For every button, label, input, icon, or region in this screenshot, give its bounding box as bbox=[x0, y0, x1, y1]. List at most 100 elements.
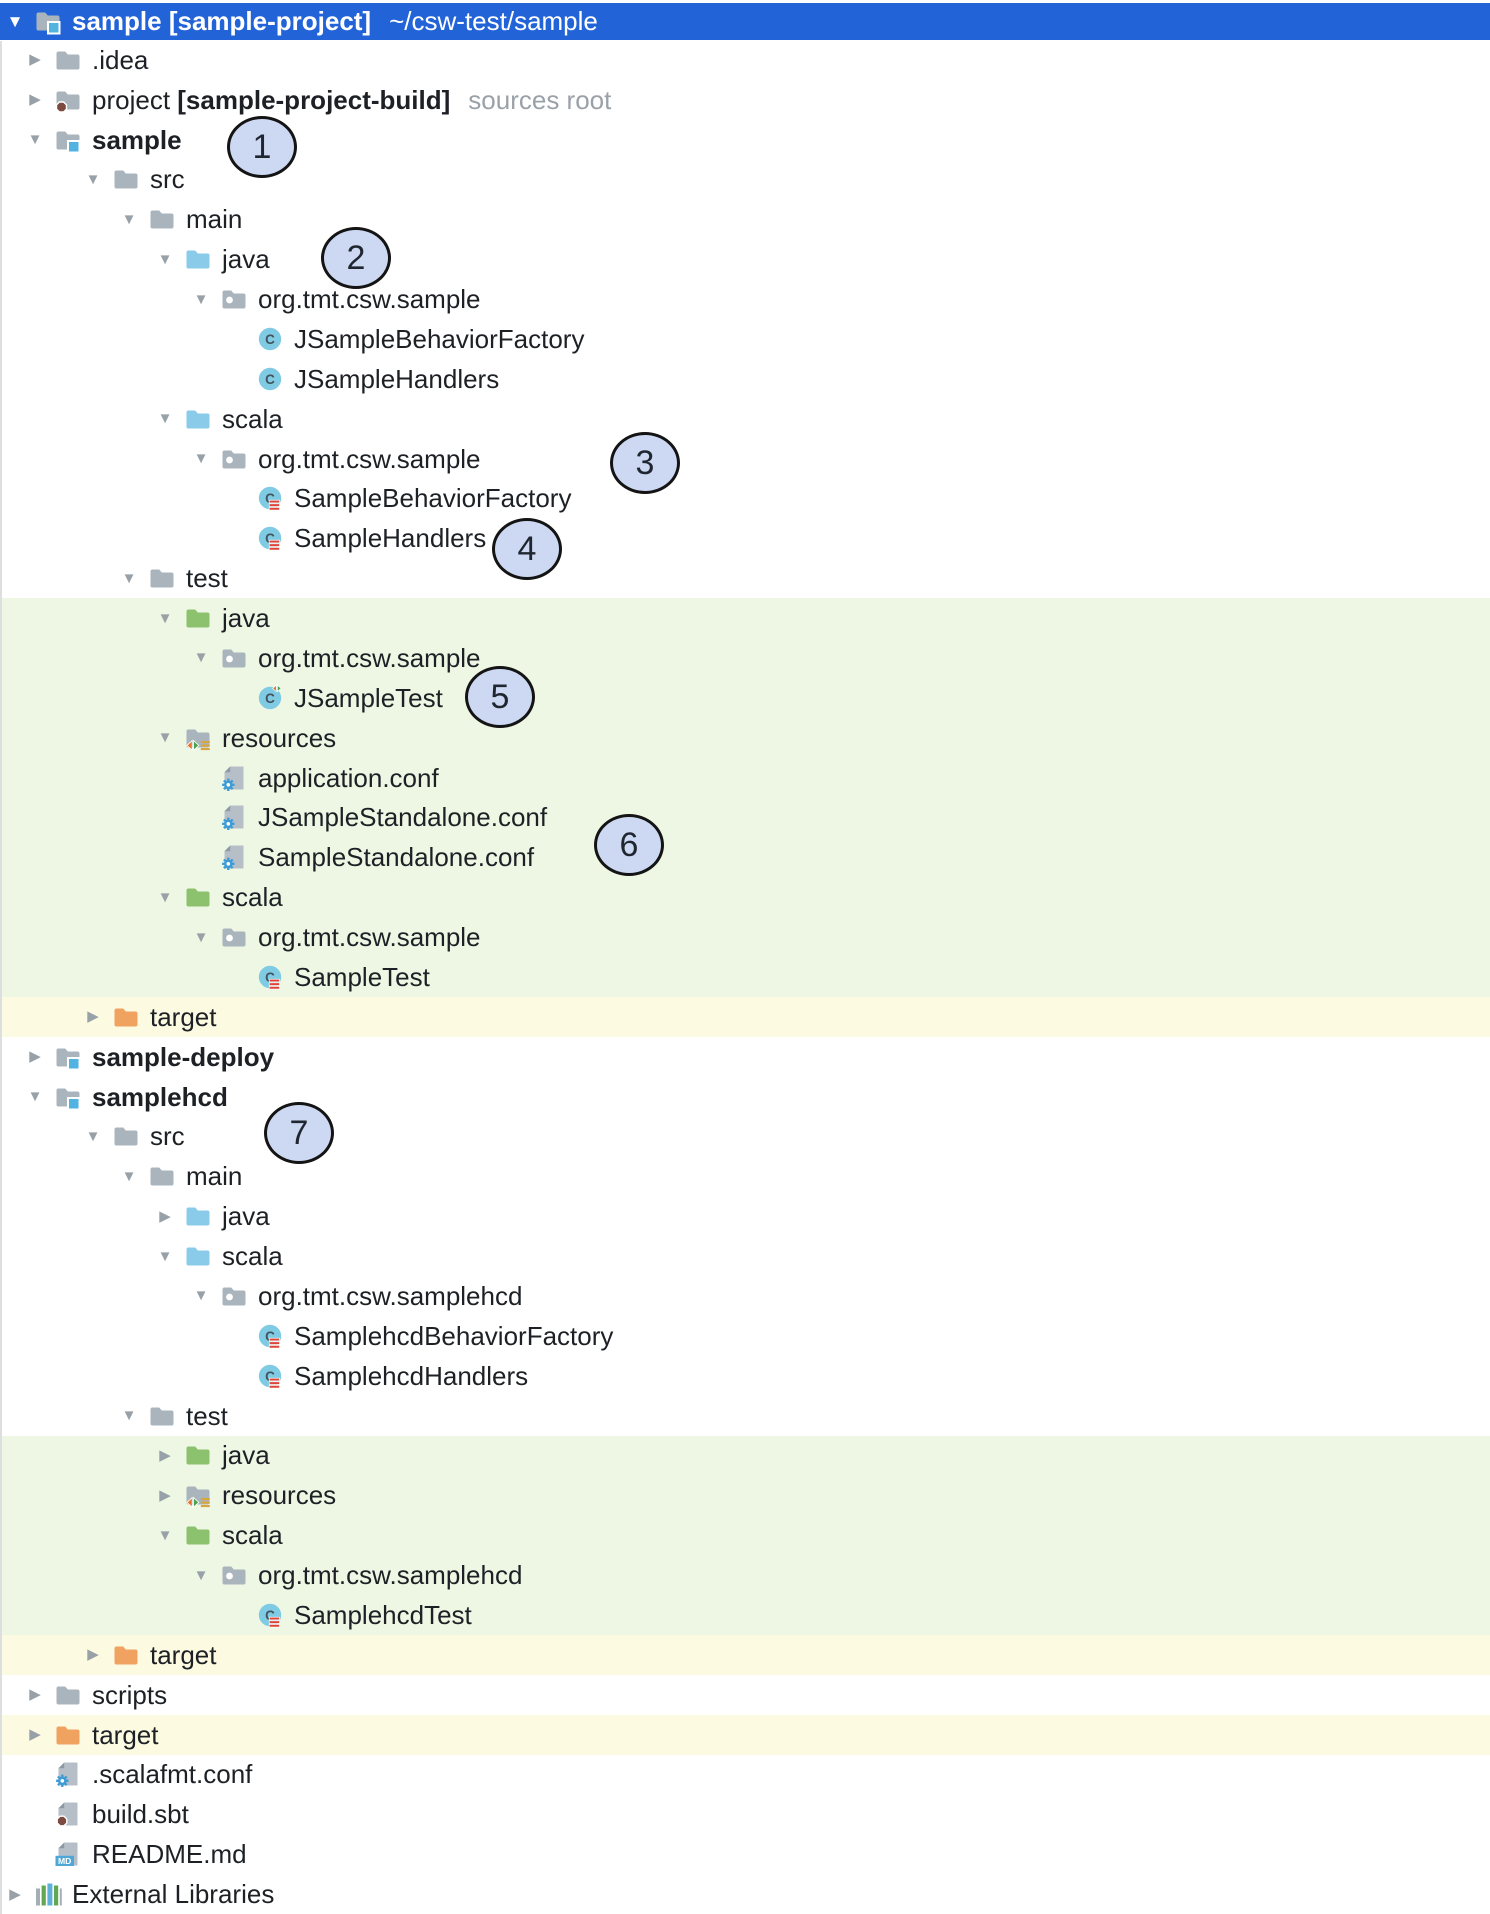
annotation-number: 6 bbox=[619, 825, 639, 864]
tree-row[interactable]: ▼java bbox=[0, 598, 1490, 638]
chevron-down-icon[interactable]: ▼ bbox=[157, 410, 173, 428]
chevron-down-icon[interactable]: ▼ bbox=[157, 609, 173, 627]
svg-text:C: C bbox=[265, 372, 275, 387]
tree-row[interactable]: ▶sample-deploy bbox=[0, 1037, 1490, 1077]
svg-text:C: C bbox=[265, 1608, 275, 1623]
chevron-down-icon[interactable]: ▼ bbox=[193, 1566, 209, 1584]
tree-row[interactable]: ▼resources bbox=[0, 717, 1490, 758]
tree-item-label: SampleTest bbox=[294, 961, 430, 992]
scala-class-icon: C bbox=[256, 1362, 284, 1390]
tree-row[interactable]: JSampleStandalone.conf bbox=[0, 797, 1490, 838]
tree-item-label: JSampleTest bbox=[294, 682, 443, 713]
folder-icon bbox=[112, 1122, 140, 1150]
chevron-down-icon[interactable]: ▼ bbox=[121, 1167, 137, 1185]
tree-row[interactable]: ▼scala bbox=[0, 1236, 1490, 1276]
package-icon bbox=[220, 923, 248, 951]
chevron-down-icon[interactable]: ▼ bbox=[157, 250, 173, 268]
tree-item-label: External Libraries bbox=[72, 1879, 275, 1910]
tree-item-label: .scalafmt.conf bbox=[92, 1759, 253, 1790]
tree-row[interactable]: ▼main bbox=[0, 199, 1490, 239]
tree-row[interactable]: ▶scripts bbox=[0, 1675, 1490, 1715]
chevron-right-icon[interactable]: ▶ bbox=[29, 1726, 41, 1744]
chevron-right-icon[interactable]: ▶ bbox=[159, 1486, 171, 1504]
svg-text:C: C bbox=[265, 531, 275, 546]
chevron-down-icon[interactable]: ▼ bbox=[193, 649, 209, 667]
chevron-down-icon[interactable]: ▼ bbox=[193, 450, 209, 468]
panel-left-border bbox=[0, 41, 2, 1914]
tree-row[interactable]: ▼src bbox=[0, 160, 1490, 200]
tree-row[interactable]: .scalafmt.conf bbox=[0, 1755, 1490, 1795]
tree-row[interactable]: ▼src bbox=[0, 1117, 1490, 1157]
chevron-right-icon[interactable]: ▶ bbox=[159, 1446, 171, 1464]
chevron-down-icon[interactable]: ▼ bbox=[6, 11, 24, 31]
chevron-right-icon[interactable]: ▶ bbox=[29, 91, 41, 109]
tree-row[interactable]: ▶target bbox=[0, 996, 1490, 1037]
chevron-down-icon[interactable]: ▼ bbox=[193, 1287, 209, 1305]
chevron-down-icon[interactable]: ▼ bbox=[193, 928, 209, 946]
chevron-down-icon[interactable]: ▼ bbox=[121, 569, 137, 587]
chevron-right-icon[interactable]: ▶ bbox=[159, 1207, 171, 1225]
tree-row[interactable]: build.sbt bbox=[0, 1794, 1490, 1834]
tree-row[interactable]: ▼sample bbox=[0, 120, 1490, 160]
chevron-right-icon[interactable]: ▶ bbox=[29, 1048, 41, 1066]
chevron-right-icon[interactable]: ▶ bbox=[29, 1686, 41, 1704]
tree-item-label: org.tmt.csw.samplehcd bbox=[258, 1280, 523, 1311]
chevron-right-icon[interactable]: ▶ bbox=[9, 1885, 21, 1903]
tree-row[interactable]: ▶.idea bbox=[0, 40, 1490, 80]
chevron-right-icon[interactable]: ▶ bbox=[87, 1008, 99, 1026]
chevron-down-icon[interactable]: ▼ bbox=[157, 1526, 173, 1544]
tree-row[interactable]: ▶resources bbox=[0, 1475, 1490, 1516]
chevron-down-icon[interactable]: ▼ bbox=[85, 1127, 101, 1145]
tree-row[interactable]: ▼org.tmt.csw.samplehcd bbox=[0, 1555, 1490, 1595]
tree-row[interactable]: ▼ org.tmt.csw.samplehcd bbox=[0, 1276, 1490, 1316]
chevron-down-icon[interactable]: ▼ bbox=[121, 210, 137, 228]
config-file-icon bbox=[54, 1760, 82, 1788]
tree-row[interactable]: ▼scala bbox=[0, 1515, 1490, 1556]
tree-row[interactable]: ▼org.tmt.csw.sample bbox=[0, 638, 1490, 678]
tree-row[interactable]: ▼org.tmt.csw.sample bbox=[0, 439, 1490, 479]
tree-row[interactable]: ▼samplehcd bbox=[0, 1077, 1490, 1117]
chevron-down-icon[interactable]: ▼ bbox=[27, 1088, 43, 1106]
tree-row[interactable]: ▼ java bbox=[0, 239, 1490, 279]
test-sources-root-folder-icon bbox=[184, 1441, 212, 1469]
tree-row[interactable]: ▶ External Libraries bbox=[0, 1874, 1490, 1914]
tree-row[interactable]: ▼test bbox=[0, 558, 1490, 598]
tree-row[interactable]: ▼scala bbox=[0, 877, 1490, 918]
tree-row[interactable]: SampleStandalone.conf bbox=[0, 837, 1490, 878]
chevron-down-icon[interactable]: ▼ bbox=[27, 131, 43, 149]
tree-row[interactable]: ▼org.tmt.csw.sample bbox=[0, 279, 1490, 319]
tree-item-label: java bbox=[222, 244, 270, 275]
tree-row[interactable]: application.conf bbox=[0, 757, 1490, 798]
svg-text:MD: MD bbox=[58, 1856, 71, 1866]
tree-row[interactable]: ▼main bbox=[0, 1156, 1490, 1196]
chevron-right-icon[interactable]: ▶ bbox=[87, 1646, 99, 1664]
tree-row[interactable]: ▶project [sample-project-build]sources r… bbox=[0, 80, 1490, 120]
chevron-right-icon[interactable]: ▶ bbox=[29, 51, 41, 69]
chevron-down-icon[interactable]: ▼ bbox=[121, 1407, 137, 1425]
tree-row[interactable]: ▶java bbox=[0, 1435, 1490, 1476]
chevron-down-icon[interactable]: ▼ bbox=[193, 290, 209, 308]
tree-row[interactable]: ▶java bbox=[0, 1196, 1490, 1236]
annotation-number: 1 bbox=[252, 127, 272, 166]
tree-row[interactable]: ▼org.tmt.csw.sample bbox=[0, 917, 1490, 957]
chevron-down-icon[interactable]: ▼ bbox=[85, 170, 101, 188]
tree-row[interactable]: ▼sample [sample-project]~/csw-test/sampl… bbox=[0, 0, 1490, 40]
excluded-folder-icon bbox=[112, 1641, 140, 1669]
chevron-down-icon[interactable]: ▼ bbox=[157, 729, 173, 747]
tree-row[interactable]: ▶target bbox=[0, 1714, 1490, 1755]
chevron-down-icon[interactable]: ▼ bbox=[157, 1247, 173, 1265]
chevron-down-icon[interactable]: ▼ bbox=[157, 888, 173, 906]
tree-row[interactable]: ▶target bbox=[0, 1634, 1490, 1675]
tree-row[interactable]: ▼test bbox=[0, 1396, 1490, 1436]
tree-row[interactable]: ▼scala bbox=[0, 399, 1490, 439]
